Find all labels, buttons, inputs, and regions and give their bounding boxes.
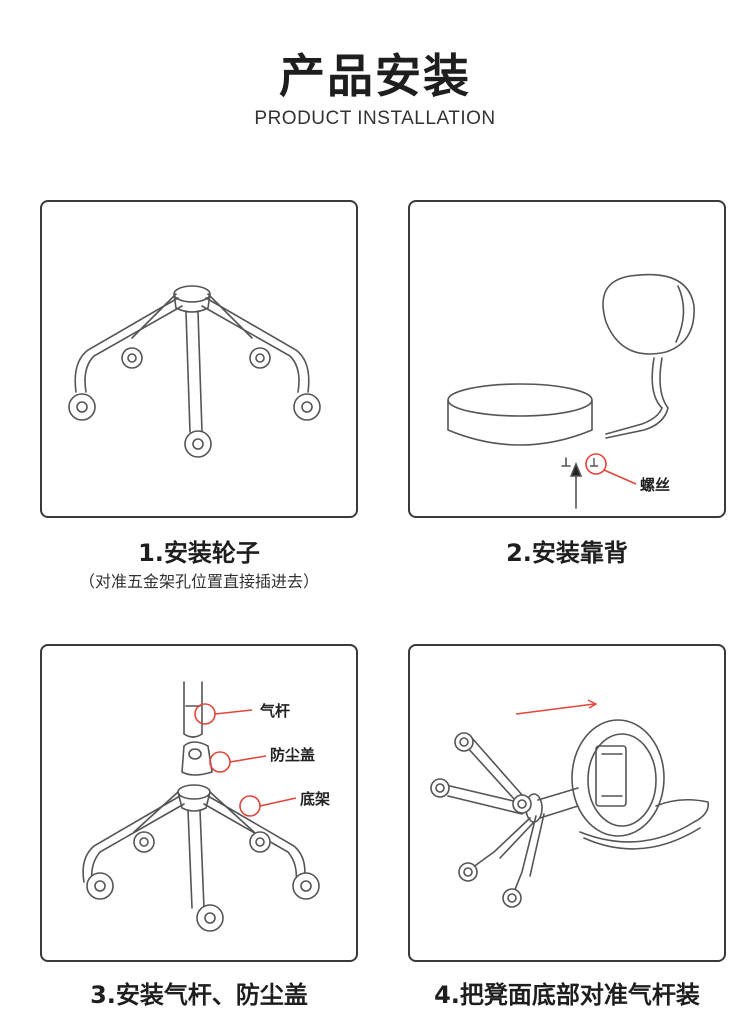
- step-4-panel: [408, 644, 726, 962]
- step-1-caption: 1.安装轮子: [138, 539, 260, 567]
- page-title: 产品安装: [279, 49, 471, 103]
- gas-lift-label: 气杆: [260, 702, 291, 720]
- step-2-caption: 2.安装靠背: [506, 539, 628, 567]
- step-4-caption: 4.把凳面底部对准气杆装: [434, 981, 700, 1009]
- dust-cover-label: 防尘盖: [270, 746, 316, 764]
- seat-mount-illustration: [430, 699, 710, 908]
- base-label: 底架: [300, 790, 331, 808]
- step-1-note: （对准五金架孔位置直接插进去）: [78, 572, 319, 591]
- screw-label: 螺丝: [640, 476, 671, 494]
- step-3-caption: 3.安装气杆、防尘盖: [90, 981, 308, 1009]
- gas-lift-illustration: [82, 681, 320, 932]
- page-subtitle: PRODUCT INSTALLATION: [254, 108, 496, 129]
- wheel-base-illustration: [68, 285, 321, 458]
- step-3-panel: 气杆 防尘盖 底架: [40, 644, 358, 962]
- step-1-panel: [40, 200, 358, 518]
- step-2-panel: 螺丝: [408, 200, 726, 518]
- seat-backrest-illustration: [447, 273, 695, 509]
